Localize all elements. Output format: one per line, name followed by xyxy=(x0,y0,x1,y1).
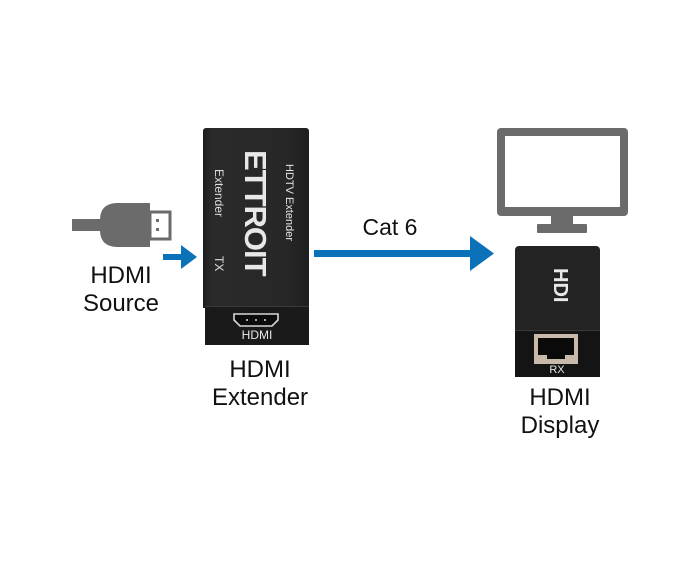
display-label-line1: HDMI xyxy=(529,384,591,411)
extender-label-line2: Extender xyxy=(211,384,309,411)
plug-pin xyxy=(156,228,159,231)
tx-port-label: HDMI xyxy=(241,328,273,342)
tx-side-text: Extender xyxy=(212,169,226,218)
hdmi-extender-rx-device xyxy=(515,246,600,332)
rx-top-text: HDI xyxy=(549,268,571,303)
rj45-port-icon xyxy=(534,334,578,364)
extender-label-line1: HDMI xyxy=(229,356,291,383)
plug-body xyxy=(100,203,150,247)
plug-tip xyxy=(148,210,172,241)
source-label-line2: Source xyxy=(82,290,160,317)
plug-cable xyxy=(72,219,102,231)
display-label-line2: Display xyxy=(520,412,600,439)
plug-pin xyxy=(156,219,159,222)
hdmi-plug-icon xyxy=(72,203,172,247)
tx-mode-text: TX xyxy=(212,256,226,272)
tx-brand-text: ETTROIT xyxy=(238,150,273,276)
hdmi-port-icon xyxy=(233,313,279,327)
extender-label: HDMI Extender xyxy=(195,356,325,412)
tx-product-text: HDTV Extender xyxy=(283,164,295,242)
source-label-line1: HDMI xyxy=(90,262,152,289)
display-label: HDMI Display xyxy=(505,384,615,440)
cable-label: Cat 6 xyxy=(362,214,418,240)
arrow-source-to-extender xyxy=(163,245,197,269)
source-label: HDMI Source xyxy=(66,262,176,318)
rx-port-label: RX xyxy=(549,364,565,376)
hdmi-extender-tx-device xyxy=(203,128,309,308)
monitor-icon xyxy=(497,128,628,233)
arrow-extender-to-display xyxy=(314,236,494,271)
